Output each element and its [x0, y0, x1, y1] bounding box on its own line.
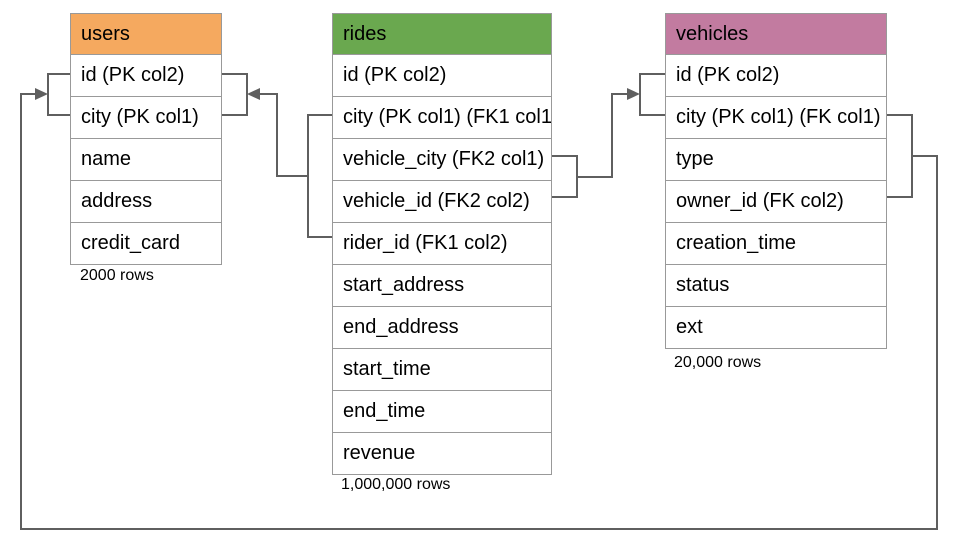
table-vehicles-header: vehicles — [666, 14, 886, 55]
column-users-id: id (PK col2) — [71, 55, 221, 97]
column-vehicles-type: type — [666, 139, 886, 181]
column-vehicles-creation-time: creation_time — [666, 223, 886, 265]
relationship-rides-to-users — [222, 73, 332, 238]
column-users-address: address — [71, 181, 221, 223]
column-rides-vehicle-city: vehicle_city (FK2 col1) — [333, 139, 551, 181]
vehicles-users-route-line — [20, 93, 938, 530]
column-rides-start-time: start_time — [333, 349, 551, 391]
column-vehicles-id: id (PK col2) — [666, 55, 886, 97]
column-rides-end-time: end_time — [333, 391, 551, 433]
relationship-vehicles-to-users — [20, 73, 938, 530]
column-vehicles-city: city (PK col1) (FK col1) — [666, 97, 886, 139]
arrowhead-into-vehicles-left — [627, 88, 640, 100]
arrowhead-into-users-left — [35, 88, 48, 100]
table-users-header: users — [71, 14, 221, 55]
vehicles-pk-bracket-left — [639, 73, 665, 116]
column-users-name: name — [71, 139, 221, 181]
relationship-rides-to-vehicles — [552, 73, 665, 198]
users-row-count: 2000 rows — [80, 267, 154, 284]
rides-fk1-bracket — [307, 114, 332, 238]
table-users: users id (PK col2) city (PK col1) name a… — [70, 13, 222, 265]
column-rides-revenue: revenue — [333, 433, 551, 474]
table-vehicles: vehicles id (PK col2) city (PK col1) (FK… — [665, 13, 887, 349]
table-users-title: users — [81, 22, 130, 45]
column-vehicles-ext: ext — [666, 307, 886, 348]
vehicles-fk-bracket — [887, 114, 913, 198]
rides-vehicles-route-line — [577, 93, 627, 178]
table-rides: rides id (PK col2) city (PK col1) (FK1 c… — [332, 13, 552, 475]
rides-fk2-bracket — [552, 155, 578, 198]
column-rides-end-address: end_address — [333, 307, 551, 349]
table-vehicles-title: vehicles — [676, 22, 749, 45]
column-rides-vehicle-id: vehicle_id (FK2 col2) — [333, 181, 551, 223]
column-rides-id: id (PK col2) — [333, 55, 551, 97]
rides-users-route-line — [260, 93, 308, 177]
column-vehicles-owner-id: owner_id (FK col2) — [666, 181, 886, 223]
rides-row-count: 1,000,000 rows — [341, 476, 451, 493]
column-users-city: city (PK col1) — [71, 97, 221, 139]
column-users-credit-card: credit_card — [71, 223, 221, 264]
table-rides-header: rides — [333, 14, 551, 55]
column-rides-city: city (PK col1) (FK1 col1) — [333, 97, 551, 139]
table-rides-title: rides — [343, 22, 387, 45]
vehicles-row-count: 20,000 rows — [674, 354, 762, 371]
users-pk-bracket-right — [222, 73, 248, 116]
column-vehicles-status: status — [666, 265, 886, 307]
users-pk-bracket-left — [47, 73, 70, 116]
column-rides-start-address: start_address — [333, 265, 551, 307]
column-rides-rider-id: rider_id (FK1 col2) — [333, 223, 551, 265]
arrowhead-into-users-right — [247, 88, 260, 100]
